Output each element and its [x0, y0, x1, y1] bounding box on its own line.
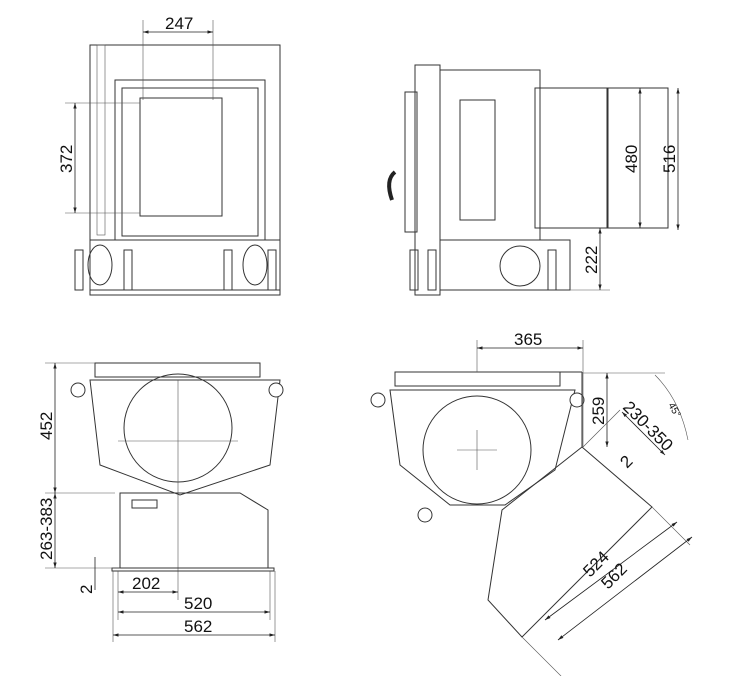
front-view-bottom: 452 263-383 2 202 520 562 [37, 362, 284, 642]
side-view-top: 480 516 222 [387, 64, 680, 296]
dimension-label: 259 [589, 397, 608, 425]
dimension-label: 222 [582, 246, 601, 274]
dimension-label: 263-383 [37, 498, 56, 560]
dimension-label: 562 [184, 617, 212, 636]
dimension-label: 516 [660, 145, 679, 173]
dimension-label: 202 [132, 574, 160, 593]
dimension-label: 247 [165, 14, 193, 33]
dimension-label: 2 [616, 452, 636, 472]
dimension-label: 372 [57, 145, 76, 173]
dimension-label: 45° [665, 401, 682, 420]
dimension-label: 365 [514, 330, 542, 349]
dimension-label: 520 [184, 594, 212, 613]
angled-view-bottom: 365 259 230-350 45° 2 524 562 [370, 330, 693, 676]
dimension-label: 480 [622, 145, 641, 173]
dimension-label: 2 [77, 585, 96, 594]
dimension-label: 452 [37, 412, 56, 440]
front-view-top: 247 372 [57, 14, 281, 296]
